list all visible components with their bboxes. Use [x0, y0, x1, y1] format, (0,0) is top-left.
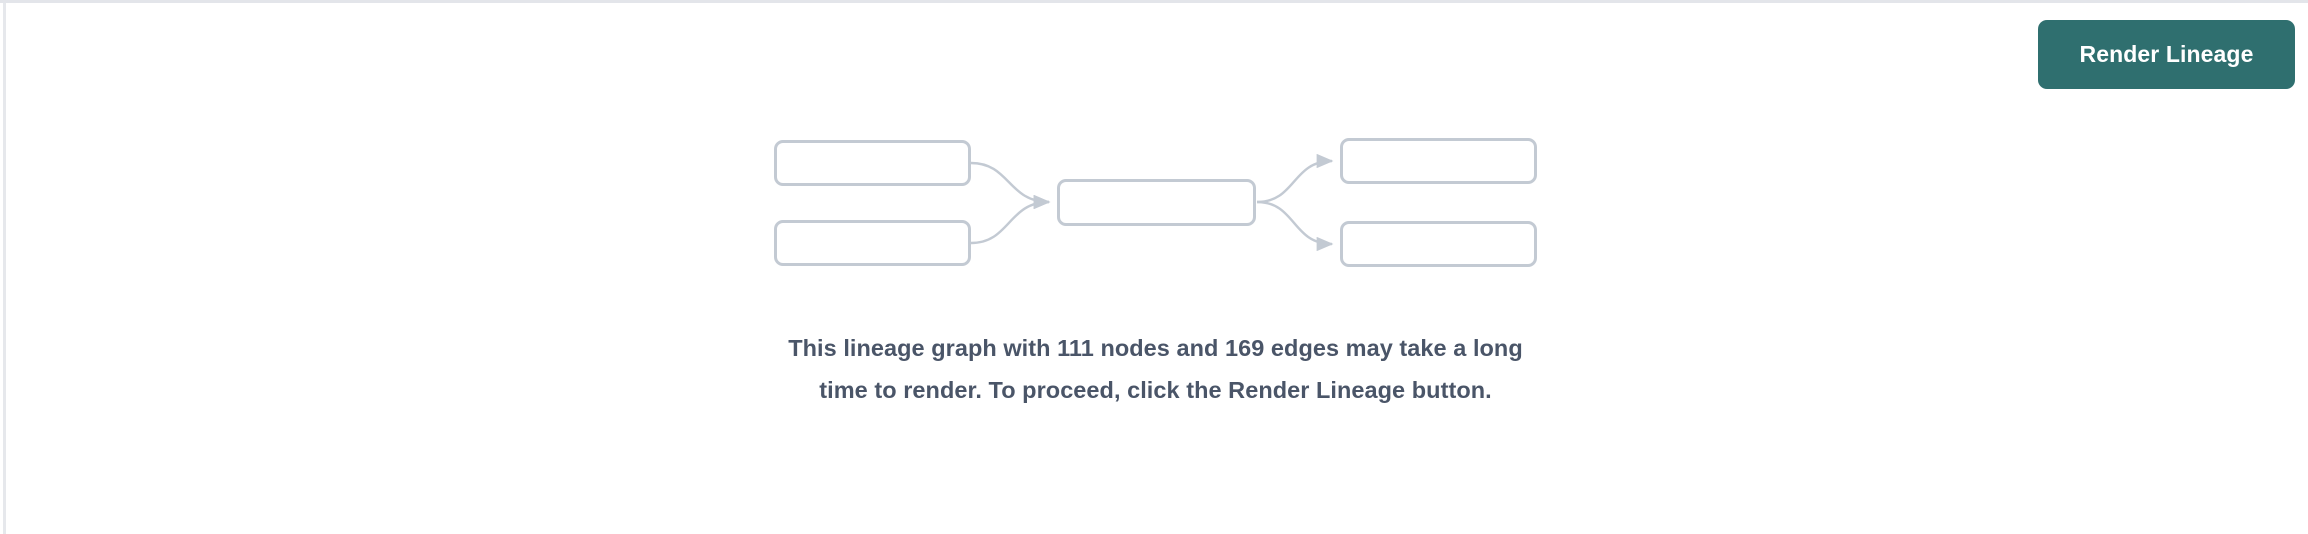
- lineage-node-source-b: [774, 220, 971, 266]
- lineage-warning-message: This lineage graph with 111 nodes and 16…: [788, 335, 1523, 403]
- render-lineage-button[interactable]: Render Lineage: [2038, 20, 2295, 89]
- lineage-node-source-a: [774, 140, 971, 186]
- panel-left-border: [3, 3, 6, 534]
- edge-center-to-target-a: [1256, 153, 1334, 204]
- edge-center-to-target-b: [1256, 200, 1334, 252]
- lineage-node-center: [1057, 179, 1256, 226]
- panel-top-border: [0, 0, 2308, 3]
- lineage-node-target-a: [1340, 138, 1537, 184]
- edge-source-a-to-center: [970, 161, 1051, 210]
- edge-source-b-to-center: [970, 194, 1051, 245]
- lineage-node-target-b: [1340, 221, 1537, 267]
